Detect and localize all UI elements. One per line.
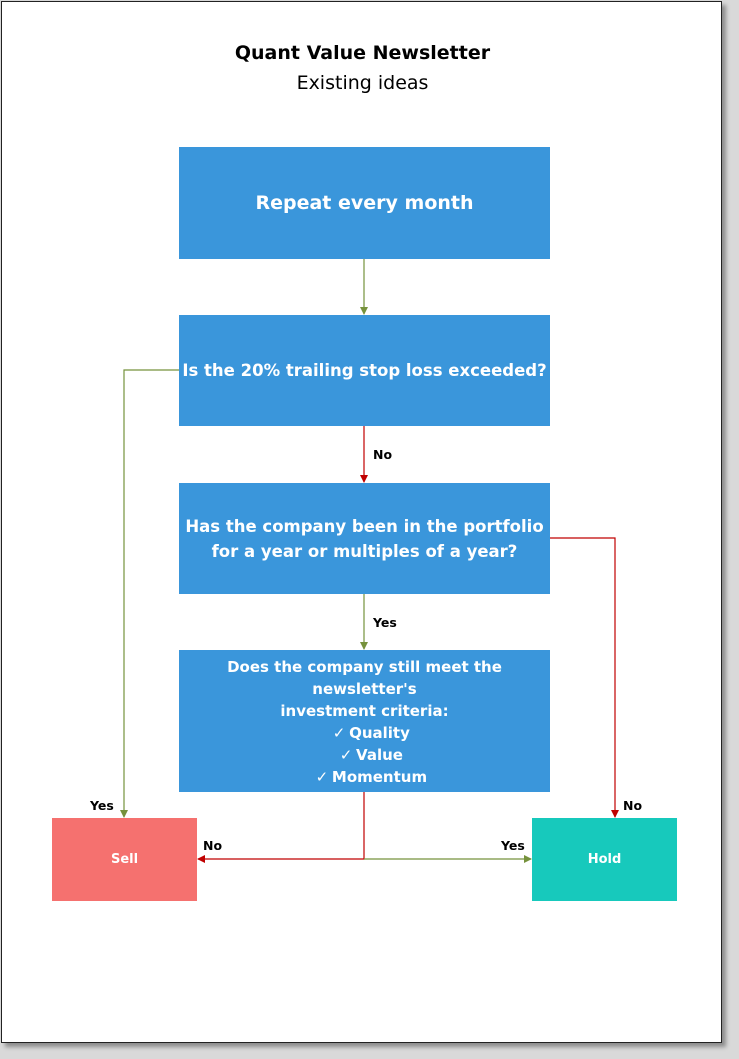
edge-label-criteria-yes: Yes [501,838,525,853]
diagram-title: Quant Value Newsletter [234,42,491,64]
node-stop-loss-label: Is the 20% trailing stop loss exceeded? [182,361,547,380]
node-repeat-monthly: Repeat every month [179,147,550,259]
diagram-subtitle: Existing ideas [296,72,429,94]
checkmark-icon: ✓ [332,724,346,742]
criteria-item-value: ✓Value [302,744,427,766]
node-portfolio-duration-question: Has the company been in the portfolio fo… [179,483,550,594]
checkmark-icon: ✓ [315,768,329,786]
node-sell-label: Sell [110,852,139,867]
edge-label-portfolio-yes: Yes [373,615,397,630]
criteria-item-label: Momentum [331,768,428,786]
diagram-page: Quant Value Newsletter Existing ideas Re… [1,1,722,1043]
edge-label-stoploss-no: No [373,447,393,462]
node-stop-loss-question: Is the 20% trailing stop loss exceeded? [179,315,550,426]
criteria-list: ✓Quality ✓Value ✓Momentum [302,722,428,788]
node-repeat-label: Repeat every month [255,192,474,214]
criteria-item-momentum: ✓Momentum [302,766,428,788]
criteria-item-label: Quality [349,724,410,742]
connector-lines [120,259,619,863]
edge-label-criteria-no: No [203,838,223,853]
node-hold: Hold [532,818,677,901]
edge-label-stoploss-yes: Yes [90,798,114,813]
edge-label-portfolio-no: No [623,798,643,813]
edge-stoploss-yes [120,369,179,818]
edge-portfolio-no [550,537,619,818]
node-portfolio-line2: for a year or multiples of a year? [211,541,518,561]
criteria-item-label: Value [356,746,403,764]
node-criteria-question: Does the company still meet the newslett… [179,650,550,792]
node-hold-label: Hold [587,852,622,867]
node-criteria-line1: Does the company still meet the newslett… [227,658,502,698]
node-sell: Sell [52,818,197,901]
edge-criteria-no [197,792,365,863]
node-portfolio-line1: Has the company been in the portfolio [185,516,544,536]
checkmark-icon: ✓ [339,746,353,764]
criteria-item-quality: ✓Quality [302,722,427,744]
node-criteria-line2: investment criteria: [280,702,449,720]
